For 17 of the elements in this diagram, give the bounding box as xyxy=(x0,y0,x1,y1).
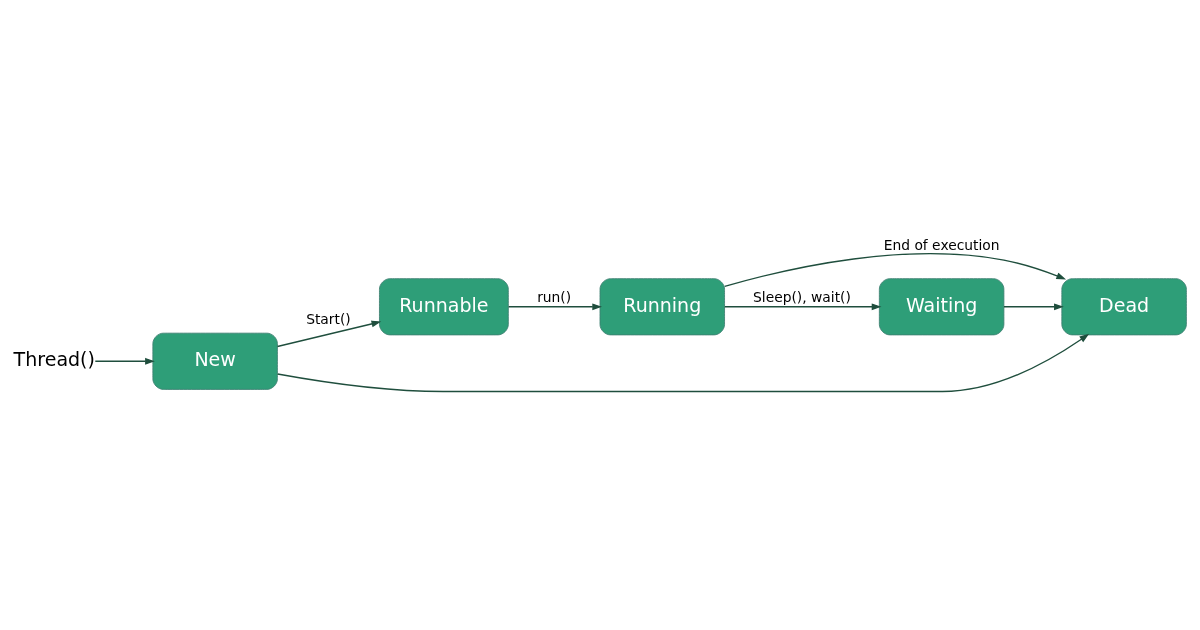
node-text: Thread() xyxy=(13,348,95,371)
edge-label: Sleep(), wait() xyxy=(753,289,851,306)
node-box: New xyxy=(152,332,278,390)
arrow xyxy=(276,320,382,348)
arrow xyxy=(1003,303,1064,311)
node-box: Running xyxy=(599,278,725,336)
edge-label: Start() xyxy=(306,310,351,327)
arrow xyxy=(724,253,1067,288)
arrow xyxy=(276,333,1090,393)
edge-label: End of execution xyxy=(883,236,1000,253)
node-box: Waiting xyxy=(878,278,1005,336)
arrow xyxy=(507,303,602,311)
node-box: Runnable xyxy=(379,278,509,336)
edge-label: run() xyxy=(537,289,572,306)
arrow xyxy=(724,303,882,311)
arrow xyxy=(94,357,155,365)
node-box: Dead xyxy=(1061,278,1187,336)
